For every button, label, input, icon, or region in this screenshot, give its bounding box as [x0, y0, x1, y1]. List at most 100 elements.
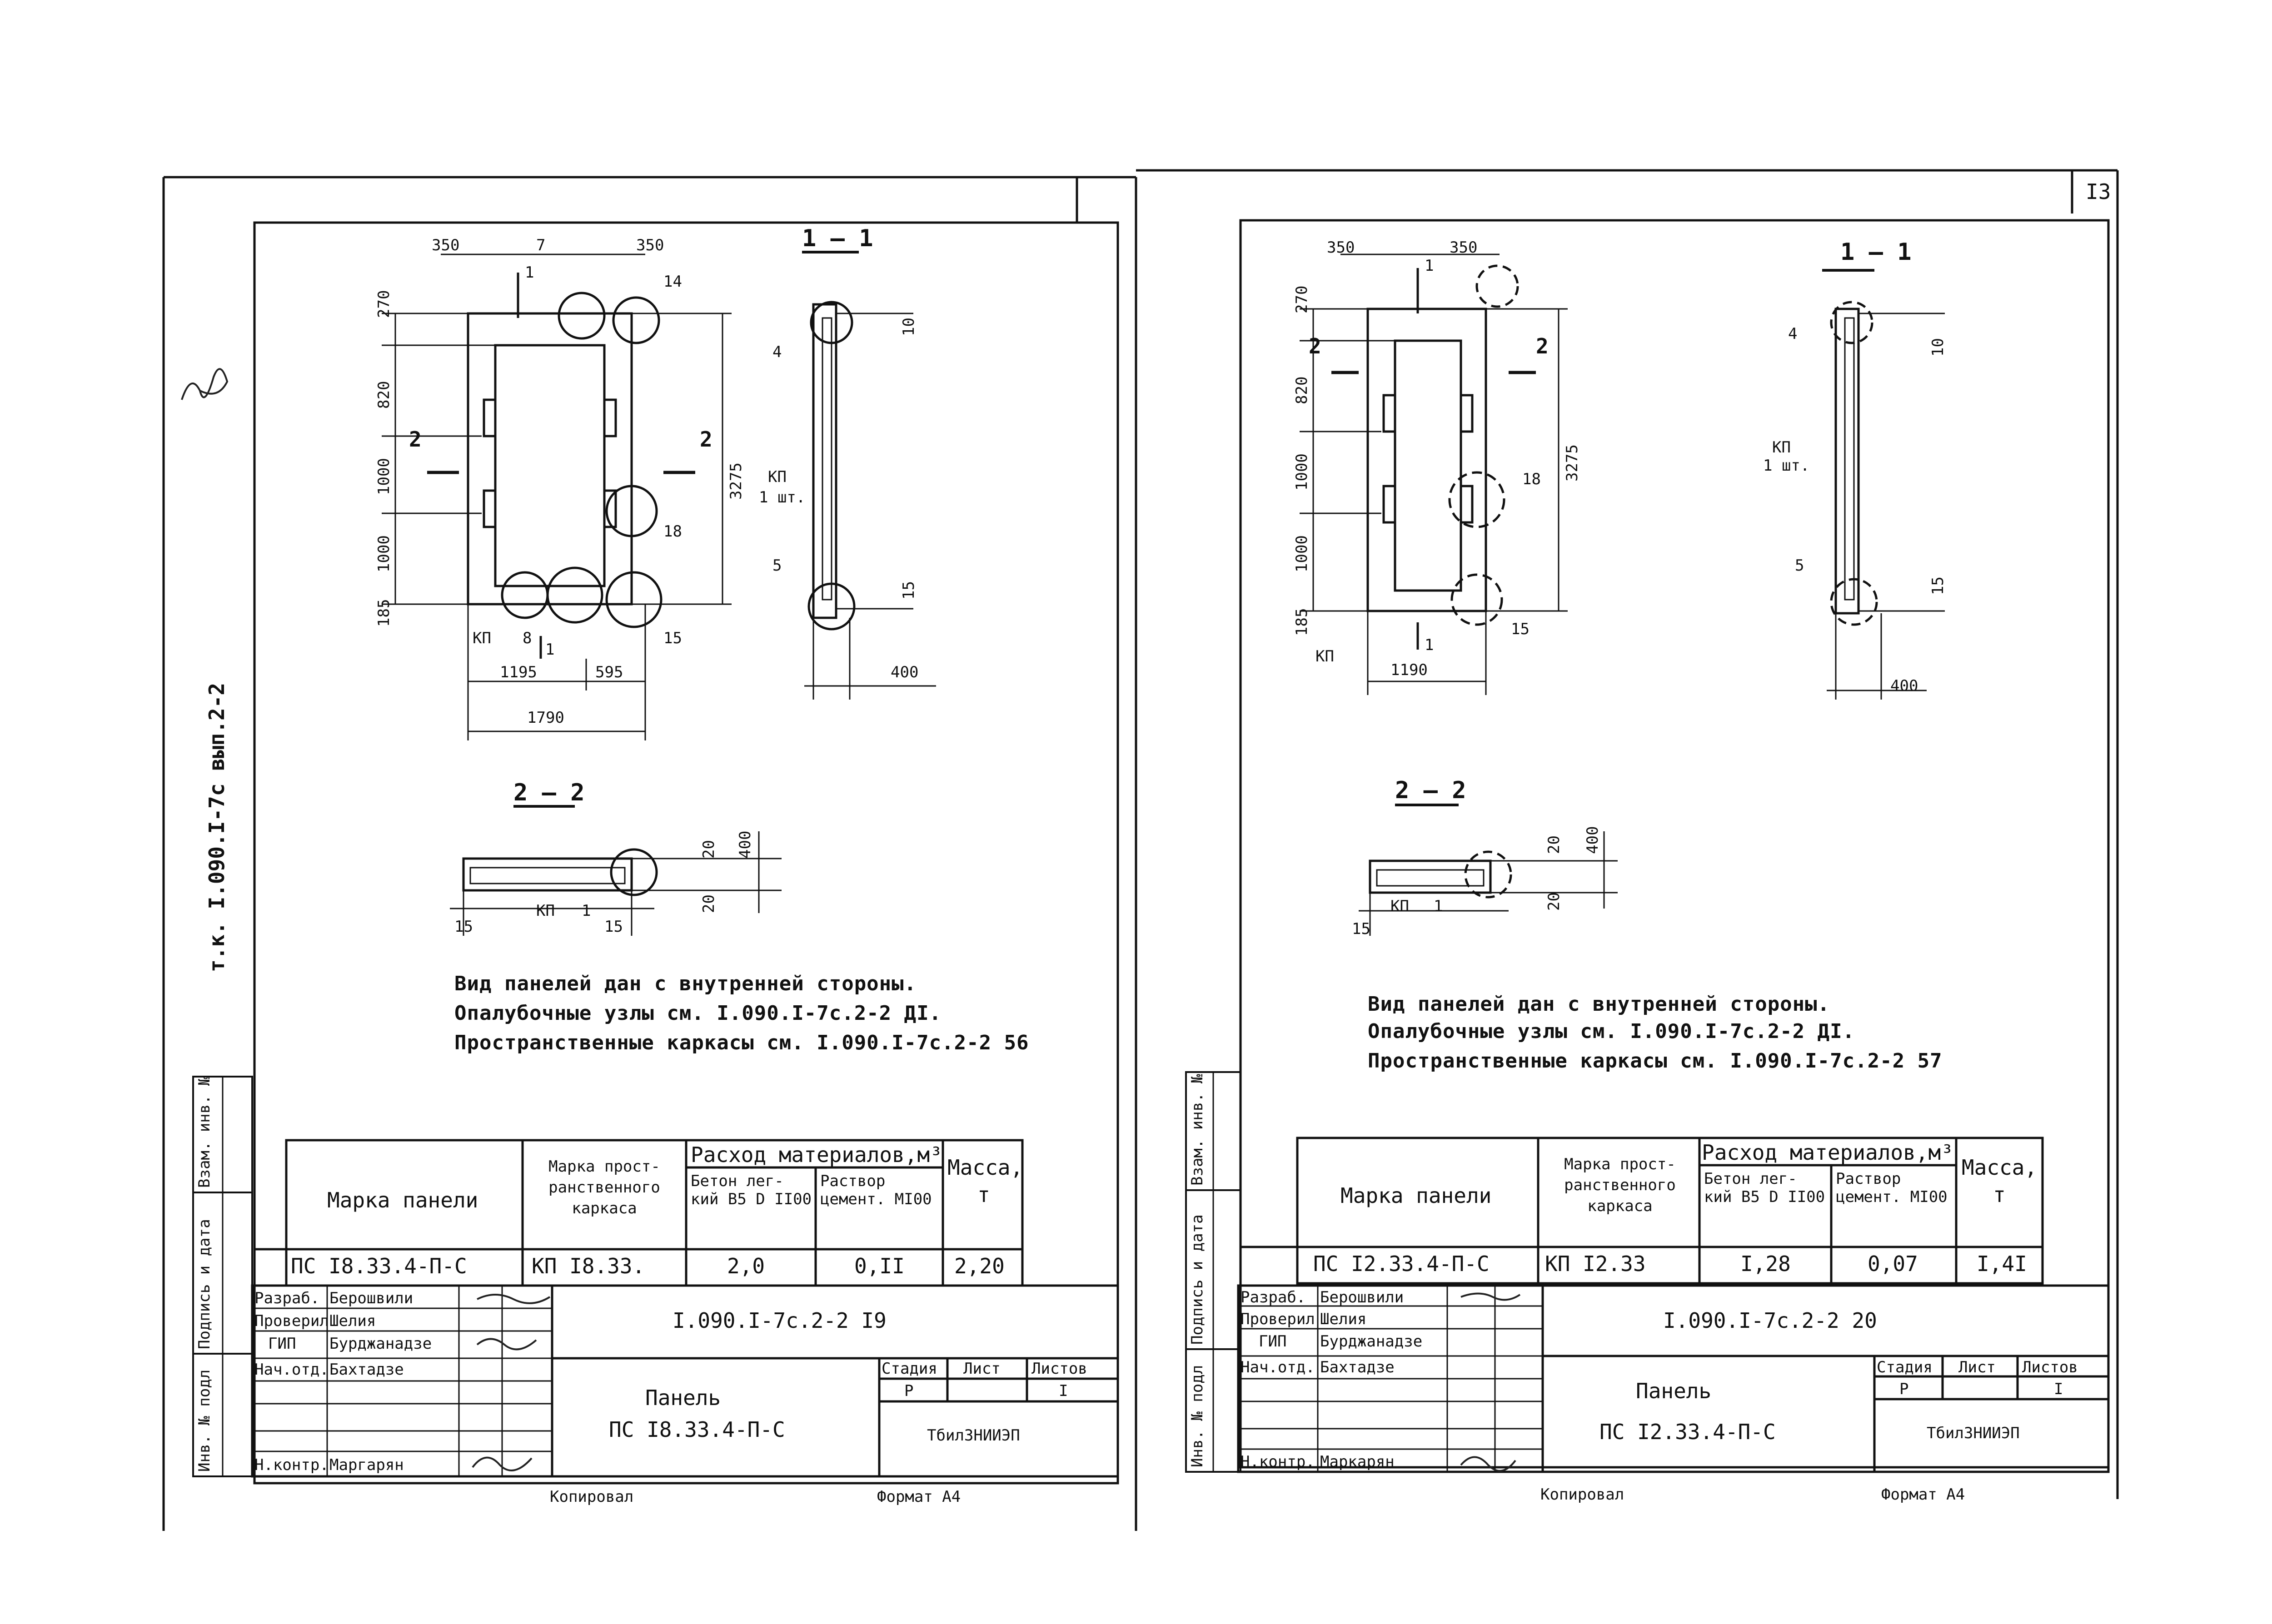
callout-18: 18	[663, 522, 682, 541]
dim-w-1195: 1195	[500, 663, 537, 681]
r-footer-copied: Копировал	[1540, 1485, 1624, 1504]
stamp-role-1: Разраб.	[254, 1289, 320, 1307]
r-stamp-name-7: Маркарян	[1320, 1453, 1395, 1471]
r-table-cell-concrete: I,28	[1740, 1252, 1791, 1276]
dim-total-3275: 3275	[727, 462, 745, 500]
r-s22-dim-400: 400	[1584, 826, 1602, 854]
stamp-title-line2: ПС I8.33.4-П-С	[609, 1417, 785, 1442]
note-line-2: Опалубочные узлы см. I.090.I-7с.2-2 ДI.	[454, 1002, 942, 1025]
r-stamp-role-4: Нач.отд.	[1241, 1358, 1315, 1376]
note-line-1: Вид панелей дан с внутренней стороны.	[454, 972, 917, 995]
r-stamp-sheet-header: Лист	[1958, 1358, 1996, 1376]
r-note-line-3: Пространственные каркасы см. I.090.I-7с.…	[1368, 1049, 1943, 1073]
callout-kp-qty: 1 шт.	[759, 488, 806, 507]
dim-h-820: 820	[375, 381, 393, 409]
r-dim-s11-400: 400	[1890, 677, 1918, 695]
dim-w-595: 595	[595, 663, 623, 681]
s22-dim-20b: 20	[700, 894, 718, 913]
r-callout-5: 5	[1795, 556, 1804, 575]
r-stamp-role-1: Разраб.	[1241, 1288, 1306, 1306]
r-stamp-sheets-header: Листов	[2022, 1358, 2078, 1376]
callout-5: 5	[772, 556, 782, 575]
stamp-role-2: Проверил	[254, 1312, 329, 1330]
table-header-frame: Марка прост- ранственного каркаса	[548, 1157, 660, 1217]
r-stamp-name-3: Бурджанадзе	[1320, 1332, 1423, 1351]
table-cell-mass: 2,20	[954, 1254, 1005, 1278]
r-stamp-doc-code: I.090.I-7с.2-2 20	[1663, 1308, 1877, 1333]
table-cell-concrete: 2,0	[727, 1254, 765, 1278]
dim-s11-15: 15	[900, 581, 918, 600]
stamp-stage-header: Стадия	[882, 1360, 937, 1378]
r-s22-callout-1: 1	[1434, 897, 1443, 915]
cut-mark-1-top: 1	[525, 263, 534, 282]
r-table-header-concrete: Бетон лег- кий В5 D II00	[1704, 1170, 1825, 1206]
r-table-header-mortar: Раствор цемент. МI00	[1836, 1170, 1948, 1206]
stamp-title-line1: Панель	[645, 1386, 721, 1410]
r-table-header-mark: Марка панели	[1340, 1183, 1492, 1208]
callout-15: 15	[663, 629, 682, 647]
r-cut-mark-1-bottom: 1	[1425, 636, 1434, 654]
r-table-header-mass: Масса, т	[1961, 1155, 2038, 1207]
r-cut-mark-2-left: 2	[1309, 334, 1321, 358]
r-dim-h-820: 820	[1293, 376, 1311, 404]
r-cut-mark-1-top: 1	[1425, 257, 1434, 275]
section-1-1-title: 1 – 1	[802, 225, 873, 252]
r-table-cell-mark: ПС I2.33.4-П-С	[1313, 1252, 1490, 1276]
side-label-inv: Инв. № подл	[195, 1369, 214, 1472]
dim-h-270: 270	[375, 290, 393, 318]
stamp-sheets-value: I	[1059, 1382, 1068, 1400]
r-stamp-stage-header: Стадия	[1877, 1358, 1933, 1376]
dim-top-350-left: 350	[432, 236, 460, 254]
dim-h-1000b: 1000	[375, 535, 393, 572]
dim-w-1790: 1790	[527, 709, 564, 727]
stamp-role-7: Н.контр.	[254, 1456, 329, 1474]
r-stamp-name-1: Берошвили	[1320, 1288, 1404, 1306]
s22-dim-15a: 15	[454, 918, 473, 936]
callout-kp-elev: КП	[473, 629, 491, 647]
r-stamp-role-3: ГИП	[1259, 1332, 1287, 1351]
table-header-concrete: Бетон лег- кий В5 D II00	[691, 1172, 812, 1208]
r-stamp-org: ТбилЗНИИЭП	[1927, 1424, 2020, 1442]
note-line-3: Пространственные каркасы см. I.090.I-7с.…	[454, 1031, 1029, 1054]
callout-14: 14	[663, 273, 682, 291]
section-2-2-title: 2 – 2	[513, 779, 585, 806]
r-table-header-materials: Расход материалов,м³	[1702, 1140, 1953, 1165]
left-sheet-series-code: т.к. I.090.I-7с вып.2-2	[204, 683, 229, 972]
r-footer-format: Формат А4	[1881, 1485, 1965, 1504]
r-section-1-1-title: 1 – 1	[1840, 238, 1912, 266]
stamp-name-2: Шелия	[329, 1312, 376, 1330]
r-note-line-1: Вид панелей дан с внутренней стороны.	[1368, 993, 1830, 1016]
dim-top-350-right: 350	[636, 236, 664, 254]
r-dim-h-1000b: 1000	[1293, 535, 1311, 572]
r-table-cell-mass: I,4I	[1977, 1252, 2027, 1276]
r-stamp-role-2: Проверил	[1241, 1310, 1315, 1328]
stamp-doc-code: I.090.I-7с.2-2 I9	[673, 1308, 887, 1333]
table-cell-frame: КП I8.33.	[532, 1254, 645, 1278]
callout-4: 4	[772, 343, 782, 361]
table-header-mass: Масса, т	[947, 1155, 1023, 1207]
r-callout-kp: КП	[1772, 438, 1791, 457]
r-stamp-sheets-value: I	[2054, 1380, 2063, 1398]
s22-callout-1: 1	[582, 902, 591, 920]
stamp-name-4: Бахтадзе	[329, 1361, 404, 1379]
r-dim-s11-10: 10	[1929, 338, 1947, 357]
r-callout-kp-elev: КП	[1315, 647, 1334, 665]
r-table-header-frame: Марка прост- ранственного каркаса	[1564, 1155, 1676, 1215]
r-stamp-title-line1: Панель	[1636, 1379, 1712, 1403]
dim-h-185: 185	[375, 599, 393, 627]
stamp-role-4: Нач.отд.	[254, 1361, 329, 1379]
stamp-sheets-header: Листов	[1031, 1360, 1087, 1378]
r-dim-h-1000a: 1000	[1293, 453, 1311, 491]
cut-mark-2-right: 2	[700, 427, 712, 452]
s22-dim-400: 400	[736, 830, 754, 859]
r-note-line-2: Опалубочные узлы см. I.090.I-7с.2-2 ДI.	[1368, 1020, 1855, 1043]
table-cell-mortar: 0,II	[854, 1254, 905, 1278]
r-callout-kp-qty: 1 шт.	[1763, 457, 1810, 475]
r-stamp-title-line2: ПС I2.33.4-П-С	[1599, 1420, 1776, 1444]
dim-s11-10: 10	[900, 318, 918, 336]
r-callout-15: 15	[1511, 620, 1530, 638]
table-header-mark: Марка панели	[327, 1188, 478, 1212]
r-dim-w-1190: 1190	[1390, 661, 1428, 679]
stamp-name-3: Бурджанадзе	[329, 1335, 432, 1353]
